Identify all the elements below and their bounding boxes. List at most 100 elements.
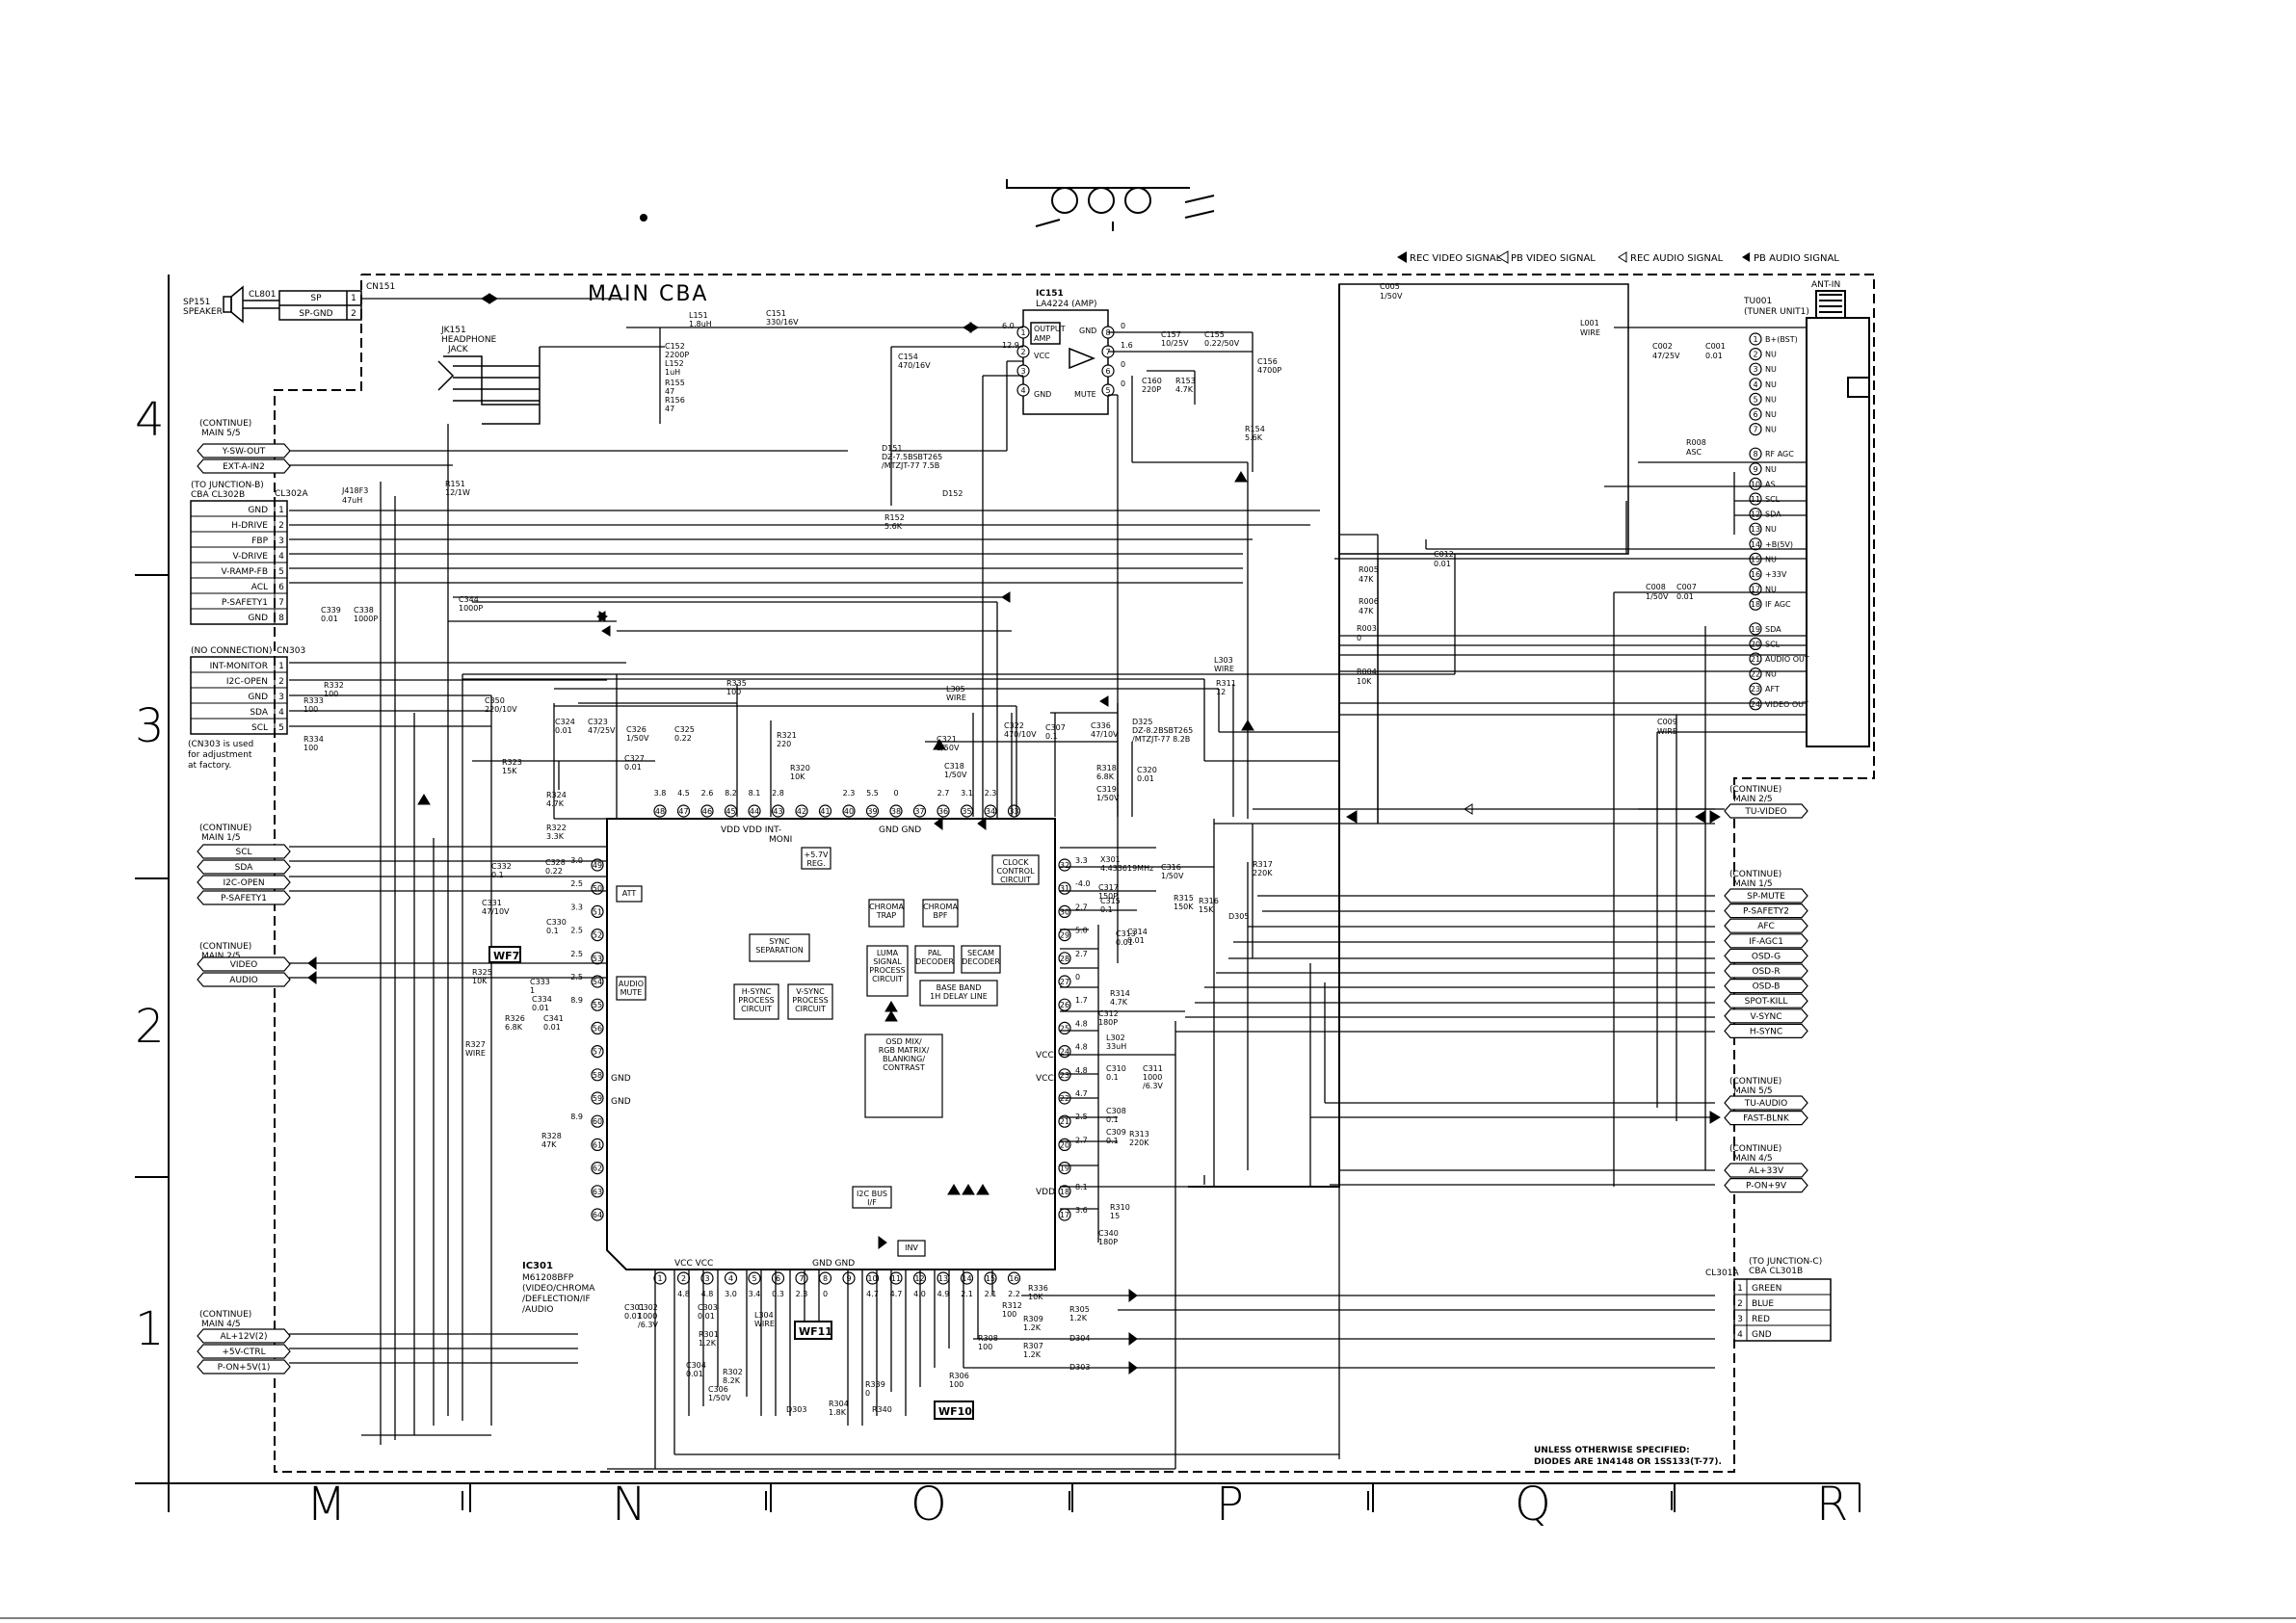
pin-number: 3 (704, 1274, 709, 1283)
connector-pin-name: SCL (251, 723, 268, 733)
voltage: 3.4 (749, 1290, 761, 1298)
block-label: I2C BUS (857, 1190, 887, 1198)
legend-item: REC VIDEO SIGNAL (1410, 253, 1502, 264)
part-value: 0.1 (1106, 1073, 1119, 1082)
part-value: 0.01 (698, 1312, 715, 1321)
pin-circle (591, 928, 604, 942)
group-title: MAIN 2/5 (1733, 795, 1773, 804)
voltage: 2.3 (843, 789, 856, 798)
pin-circle (771, 804, 785, 818)
pin-circle (1058, 1114, 1071, 1128)
part-value: 0.01 (1127, 936, 1145, 945)
part-ref: R332 (324, 681, 344, 690)
part-value: 0.01 (686, 1370, 703, 1378)
speaker-ref: SP151 (183, 298, 210, 307)
part-ref: R006 (1359, 597, 1379, 606)
tuner-pin-name: IF AGC (1765, 600, 1791, 609)
connector-pin-name: V-DRIVE (232, 552, 268, 562)
ic301-desc: (VIDEO/CHROMA (522, 1284, 595, 1294)
part-value: 0.22/50V (1204, 339, 1240, 348)
part-ref: R003 (1357, 624, 1377, 633)
connector-pin-name: BLUE (1752, 1299, 1774, 1309)
tuner-pin-name: RF AGC (1765, 450, 1794, 458)
col-label: R (1816, 1478, 1848, 1531)
part-value: 0.1 (491, 871, 504, 879)
signal-tag (1724, 978, 1808, 994)
part-value: 100 (1002, 1310, 1016, 1319)
pin-circle (865, 1271, 880, 1285)
signal-tag (1724, 963, 1808, 979)
part-value: 3.3K (546, 832, 565, 841)
part-value: 1000 (1143, 1073, 1162, 1082)
part-value: 1/50V (1380, 292, 1403, 301)
part-ref: C012 (1434, 550, 1454, 559)
part-ref: X301 (1100, 855, 1121, 864)
voltage: 4.8 (1075, 1019, 1088, 1028)
pin-number: 34 (986, 807, 995, 816)
part-value: /MTZJT-77 8.2B (1132, 735, 1190, 744)
pin-number: 37 (914, 807, 924, 816)
part-ref: C321 (937, 735, 957, 744)
connector-pin-no: 3 (278, 693, 284, 702)
part-value: 0.01 (1116, 938, 1133, 947)
tuner-pin-name: NU (1765, 410, 1777, 419)
part-value: 1000P (459, 604, 483, 613)
part-value: 12/1W (445, 488, 470, 497)
signal-label: OSD-R (1752, 967, 1780, 977)
voltage: 2.7 (937, 789, 950, 798)
tuner-pin-name: NU (1765, 365, 1777, 374)
pin-circle (1749, 492, 1762, 506)
part-ref: R328 (541, 1132, 562, 1140)
cn303-title: (NO CONNECTION) (191, 646, 272, 656)
pin-number: 38 (891, 807, 901, 816)
part-value: 220K (1129, 1139, 1149, 1147)
connector-pin-no: 4 (278, 708, 284, 718)
junction-title: CBA CL301B (1749, 1267, 1803, 1276)
part-ref: R317 (1253, 860, 1273, 869)
row-label: 2 (135, 1000, 165, 1054)
part-value: 0.01 (532, 1004, 549, 1012)
block-label: I/F (867, 1198, 877, 1207)
signal-tag (197, 890, 291, 905)
wiring (289, 298, 1807, 1470)
tuner-pin-name: AUDIO OUT (1765, 655, 1809, 664)
ic301-desc: /AUDIO (522, 1305, 553, 1315)
block-label: CONTROL (996, 867, 1035, 876)
part-ref: C303 (698, 1303, 718, 1312)
group-title: MAIN 1/5 (201, 833, 241, 843)
pin-number: 15 (1751, 555, 1760, 563)
legend-item: REC AUDIO SIGNAL (1630, 253, 1724, 264)
pin-circle (1016, 383, 1030, 397)
signal-label: SDA (235, 863, 253, 873)
pin-circle (1749, 682, 1762, 695)
block-label: CIRCUIT (1000, 876, 1031, 884)
pin-circle (653, 804, 667, 818)
voltage: 4.7 (1075, 1089, 1088, 1098)
connector-pin-no: 3 (1737, 1315, 1743, 1324)
part-ref: J418F3 (341, 486, 368, 495)
pin-circle (591, 1208, 604, 1221)
pin-number: 8 (1753, 450, 1757, 458)
part-value: 12 (1216, 688, 1226, 696)
pin-circle (1749, 697, 1762, 711)
pin-number: 35 (962, 807, 971, 816)
pin-circle (700, 1271, 714, 1285)
pin-circle (591, 975, 604, 988)
voltage: -4.0 (1075, 879, 1091, 888)
part-value: 0.01 (1434, 560, 1451, 568)
part-value: 5.6K (884, 522, 903, 531)
cn303-note: for adjustment (188, 750, 252, 760)
voltage: 0 (1075, 973, 1080, 982)
legend-item: PB AUDIO SIGNAL (1754, 253, 1839, 264)
signal-label: H-SYNC (1750, 1027, 1782, 1036)
tuner-ref: TU001 (1743, 297, 1772, 306)
pin-number: 3 (1753, 365, 1757, 374)
block-label: BASE BAND (937, 983, 982, 992)
part-value: 10/25V (1161, 339, 1189, 348)
ic301-desc: /DEFLECTION/IF (522, 1295, 591, 1304)
voltage: 3.6 (1075, 1206, 1088, 1215)
pin-circle (1058, 1068, 1071, 1082)
block-label: REG. (806, 859, 825, 868)
block-label: BPF (934, 911, 948, 920)
